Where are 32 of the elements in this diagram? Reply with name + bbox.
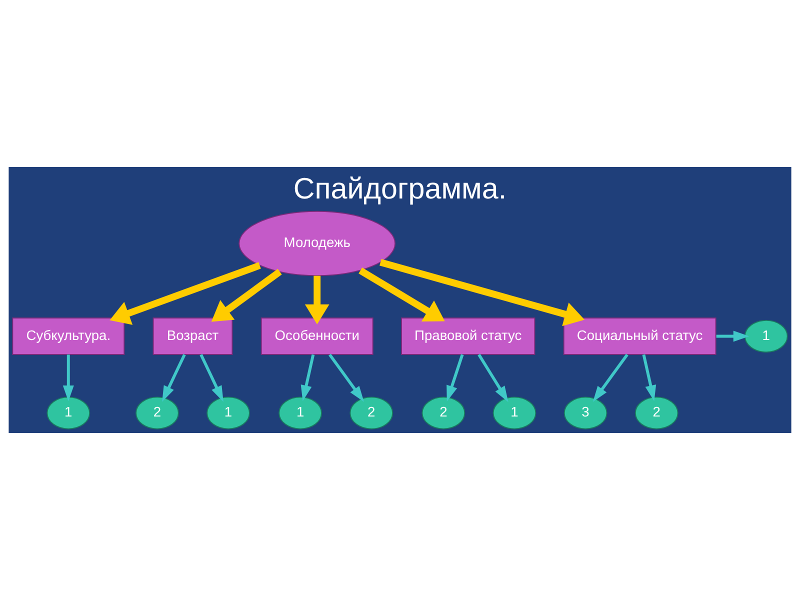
node-ellipse: 2 [136,396,179,430]
node-ellipse: 1 [492,396,536,430]
arrow [642,354,656,402]
node-ellipse: 2 [350,396,394,430]
node-ellipse: 1 [206,396,250,430]
node-box: Возраст [152,318,233,355]
arrow [478,354,508,402]
arrow [200,354,224,402]
node-box: Правовой статус [400,318,536,355]
node-box: Особенности [260,318,374,355]
arrow [211,268,282,322]
node-ellipse: 1 [744,320,788,353]
arrow [328,354,364,402]
diagram-title: Спайдограмма. [293,172,507,206]
arrow [592,354,628,402]
arrow [358,268,445,322]
node-ellipse: 1 [278,396,322,430]
node-ellipse: Молодежь [238,210,396,276]
arrow [162,354,186,402]
node-box: Социальный статус [563,318,716,355]
arrow [380,258,585,326]
arrow [300,354,315,402]
node-ellipse: 1 [46,396,90,430]
arrow [716,330,750,342]
node-box: Субкультура. [12,318,125,355]
arrow [304,276,330,324]
node-ellipse: 2 [634,396,678,430]
node-ellipse: 3 [564,396,608,430]
arrow [446,354,464,402]
arrow [110,262,261,325]
node-ellipse: 2 [422,396,466,430]
arrow [62,354,74,402]
